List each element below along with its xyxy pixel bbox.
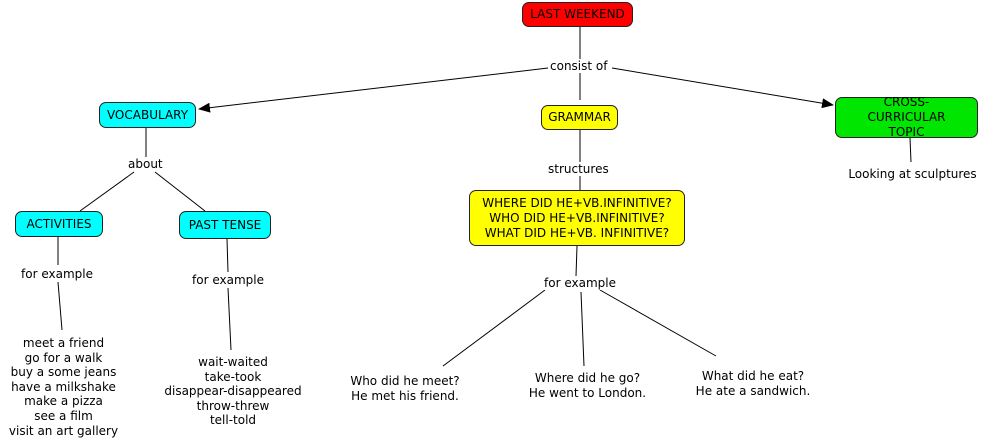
vocabulary-node-label: VOCABULARY (106, 107, 189, 122)
cross-curricular-node[interactable]: CROSS-CURRICULAR TOPIC (835, 95, 978, 139)
root-node-label: LAST WEEKEND (530, 7, 625, 21)
questions-node[interactable]: WHERE DID HE+VB.INFINITIVE? WHO DID HE+V… (469, 190, 685, 246)
activities-list: meet a friend go for a walk buy a some j… (8, 336, 119, 438)
grammar-node[interactable]: GRAMMAR (541, 105, 618, 130)
arrow-to-cross (611, 67, 834, 109)
arrow-to-vocabulary (198, 67, 549, 113)
link-label-for-example-past: for example (191, 273, 265, 287)
example-eat: What did he eat? He ate a sandwich. (695, 369, 811, 398)
root-node[interactable]: LAST WEEKEND (522, 2, 633, 27)
past-tense-node[interactable]: PAST TENSE (179, 211, 271, 239)
link-label-for-example-activities: for example (20, 267, 94, 281)
questions-node-label: WHERE DID HE+VB.INFINITIVE? WHO DID HE+V… (482, 195, 672, 240)
vocabulary-node[interactable]: VOCABULARY (99, 102, 196, 128)
link-about-activities (79, 171, 135, 212)
cross-curricular-node-label: CROSS-CURRICULAR TOPIC (867, 95, 946, 139)
link-about-past (154, 171, 206, 212)
activities-node-label: ACTIVITIES (26, 216, 92, 231)
activities-node[interactable]: ACTIVITIES (15, 211, 103, 237)
link-label-consist-of: consist of (549, 59, 609, 73)
example-go: Where did he go? He went to London. (528, 371, 647, 400)
past-tense-node-label: PAST TENSE (188, 217, 262, 232)
link-label-for-example-grammar: for example (543, 276, 617, 290)
link-label-structures: structures (547, 162, 610, 176)
past-tense-list: wait-waited take-took disappear-disappea… (164, 355, 302, 428)
grammar-node-label: GRAMMAR (548, 110, 611, 124)
example-meet: Who did he meet? He met his friend. (350, 374, 460, 403)
link-label-about: about (127, 157, 164, 171)
sculptures-text: Looking at sculptures (848, 167, 977, 181)
